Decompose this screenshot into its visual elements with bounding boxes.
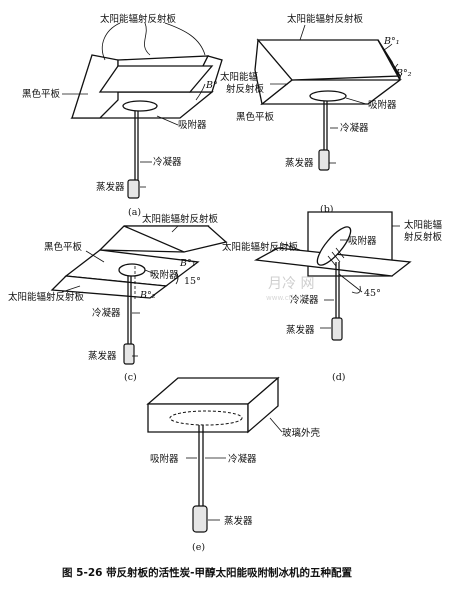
glass-shell-front: [147, 403, 249, 433]
label-adsorber: 吸附器: [368, 99, 397, 111]
label-reflector-top: 太阳能辐射反射板: [142, 213, 219, 225]
panel-tag: (b): [320, 204, 334, 215]
svg-text:月冷 网: 月冷 网: [268, 276, 314, 292]
evaporator: [318, 149, 330, 171]
label-condenser: 冷凝器: [92, 307, 121, 319]
evaporator: [127, 179, 140, 199]
label-adsorber: 吸附器: [178, 119, 207, 131]
figure-caption: 图 5-26 带反射板的活性炭-甲醇太阳能吸附制冰机的五种配置: [62, 566, 352, 579]
label-angle-2: B°₂: [395, 68, 412, 79]
evaporator: [192, 505, 208, 533]
evaporator: [331, 317, 343, 341]
reflector-left: [71, 54, 119, 119]
label-reflector-right-2: 射反射板: [404, 231, 443, 243]
label-adsorber: 吸附器: [348, 235, 377, 247]
label-angle-15: 15°: [184, 276, 201, 287]
label-angle-bottom: B°₂: [139, 290, 156, 301]
panel-c: 太阳能辐射反射板 黑色平板 吸附器 太阳能辐射反射板 冷凝器 蒸发器 B°₁ 1…: [8, 213, 228, 383]
label-condenser: 冷凝器: [228, 453, 257, 465]
evaporator: [123, 343, 135, 365]
panel-d: 太阳能辐射反射板 吸附器 太阳能辐 射反射板 冷凝器 蒸发器 45° (d): [222, 211, 443, 383]
label-reflector-side-2: 射反射板: [226, 83, 265, 95]
label-condenser: 冷凝器: [290, 294, 319, 306]
panel-tag: (e): [192, 542, 205, 553]
label-reflector-top: 太阳能辐射反射板: [287, 13, 364, 25]
adsorber: [316, 226, 352, 266]
adsorber: [309, 90, 347, 102]
label-condenser: 冷凝器: [340, 122, 369, 134]
label-condenser: 冷凝器: [153, 156, 182, 168]
label-angle-45: 45°: [364, 288, 381, 299]
adsorber: [169, 410, 243, 426]
panel-b: 太阳能辐射反射板 太阳能辐 射反射板 吸附器 黑色平板 冷凝器 蒸发器 B°₁ …: [220, 13, 412, 215]
label-black-plate: 黑色平板: [22, 88, 61, 100]
reflector-bottom: [50, 275, 168, 299]
label-glass-shell: 玻璃外壳: [282, 427, 321, 439]
svg-text:www.ctl.cn: www.ctl.cn: [266, 294, 304, 302]
label-reflector: 太阳能辐射反射板: [100, 13, 177, 25]
reflector-front: [98, 65, 214, 93]
panel-tag: (c): [124, 372, 137, 383]
watermark: 月冷 网 www.ctl.cn: [266, 276, 314, 302]
label-angle-1: B°₁: [383, 36, 400, 47]
adsorber: [118, 263, 146, 277]
label-black-plate: 黑色平板: [236, 111, 275, 123]
label-evaporator: 蒸发器: [224, 515, 253, 527]
reflector-side: [254, 38, 293, 106]
panel-tag: (d): [332, 372, 346, 383]
label-angle: B°: [205, 80, 218, 91]
panel-tag: (a): [128, 207, 141, 218]
panel-a: 太阳能辐射反射板 黑色平板 吸附器 冷凝器 蒸发器 B° (a): [22, 13, 223, 218]
panel-e: 玻璃外壳 吸附器 冷凝器 蒸发器 (e): [146, 376, 321, 553]
label-black-plate: 黑色平板: [44, 241, 83, 253]
label-reflector-bottom: 太阳能辐射反射板: [8, 291, 85, 303]
label-evaporator: 蒸发器: [96, 181, 125, 193]
label-evaporator: 蒸发器: [88, 350, 117, 362]
reflector-top-back: [123, 225, 228, 253]
label-reflector-side-1: 太阳能辐: [220, 71, 259, 83]
label-reflector-left: 太阳能辐射反射板: [222, 241, 299, 253]
glass-shell-side: [247, 376, 279, 434]
label-reflector-right-1: 太阳能辐: [404, 219, 443, 231]
label-evaporator: 蒸发器: [285, 157, 314, 169]
label-adsorber: 吸附器: [150, 269, 179, 281]
label-adsorber: 吸附器: [150, 453, 179, 465]
label-evaporator: 蒸发器: [286, 324, 315, 336]
adsorber: [122, 100, 158, 112]
label-angle-top: B°₁: [179, 258, 196, 269]
